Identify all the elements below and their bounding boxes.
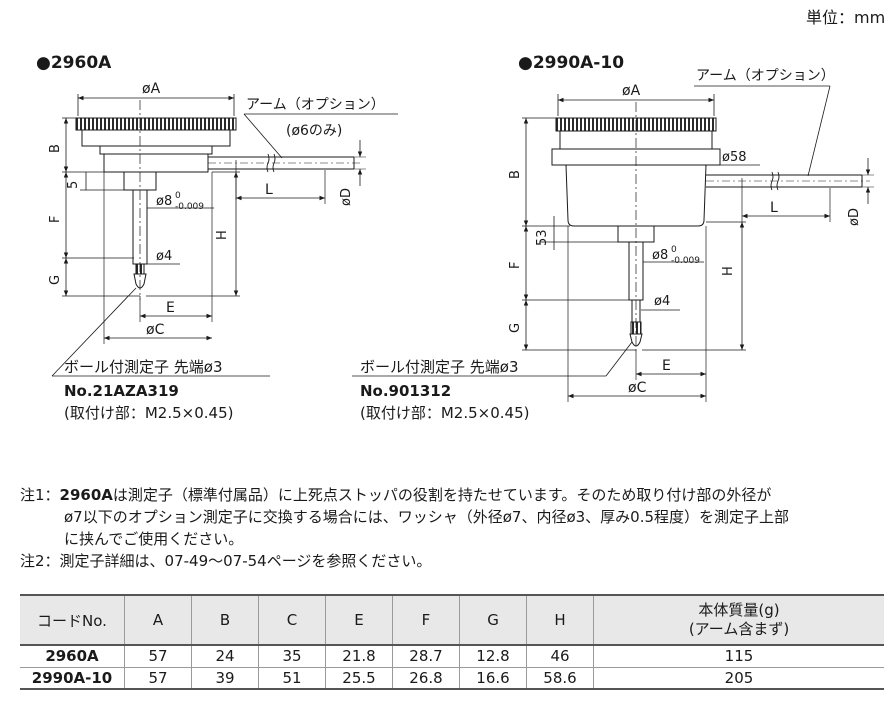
arm-sub: (ø6のみ) bbox=[286, 123, 342, 139]
dimension-label: ø4 bbox=[654, 294, 670, 309]
table-header-row: コードNo. A B C E F G H 本体質量(g) (アーム含まず) bbox=[20, 595, 884, 645]
model-title: ●2960A bbox=[36, 53, 112, 73]
drawing-stroke bbox=[272, 153, 276, 173]
probe-mount: (取付け部：M2.5×0.45) bbox=[64, 404, 233, 422]
drawing-stroke bbox=[266, 153, 270, 173]
table-row: 2990A-10 57 39 51 25.5 26.8 16.6 58.6 20… bbox=[20, 666, 884, 689]
dimension-label: øC bbox=[628, 380, 647, 396]
drawing-stroke bbox=[51, 287, 137, 377]
spec-table: コードNo. A B C E F G H 本体質量(g) (アーム含まず) 29… bbox=[20, 594, 884, 690]
drawing-stroke bbox=[99, 145, 213, 155]
note-1-line-3: に挟んでご使用ください。 bbox=[64, 530, 244, 548]
dimension-label: E bbox=[662, 358, 671, 374]
probe-mount: (取付け部：M2.5×0.45) bbox=[360, 404, 529, 422]
drawing-stroke bbox=[243, 113, 283, 159]
dimension-label: 53 bbox=[535, 229, 550, 246]
bezel bbox=[75, 117, 237, 131]
dimension-label: øD bbox=[847, 208, 862, 226]
drawing-2990a-10: ●2990A-10 øA アーム（オプション） ø58 B bbox=[352, 53, 874, 422]
dimension-label: øC bbox=[146, 322, 165, 338]
drawing-stroke bbox=[605, 341, 633, 377]
col-g: G bbox=[459, 595, 527, 645]
note-1-line-1: 注1：2960Aは測定子（標準付属品）に上死点ストッパの役割を持たせています。そ… bbox=[20, 486, 772, 504]
col-a: A bbox=[124, 595, 192, 645]
notes: 注1：2960Aは測定子（標準付属品）に上死点ストッパの役割を持たせています。そ… bbox=[20, 484, 886, 572]
dimension-label: G bbox=[508, 323, 523, 333]
probe-label: ボール付測定子 先端ø3 bbox=[360, 358, 519, 376]
dimension-label: ø8 bbox=[156, 194, 172, 209]
note-1-line-2: ø7以下のオプション測定子に交換する場合には、ワッシャ（外径ø7、内径ø3、厚み… bbox=[64, 508, 790, 526]
dimension-label: B bbox=[48, 144, 63, 153]
table-row: 2960A 57 24 35 21.8 28.7 12.8 46 115 bbox=[20, 645, 884, 667]
arm-label: アーム（オプション） bbox=[246, 97, 385, 113]
dimension-label: H bbox=[721, 266, 736, 276]
dimension-label: G bbox=[48, 275, 63, 285]
probe-number: No.21AZA319 bbox=[64, 382, 179, 400]
arm-label: アーム（オプション） bbox=[696, 68, 835, 84]
col-mass: 本体質量(g) (アーム含まず) bbox=[593, 595, 884, 645]
drawing-2960a: ●2960A øA アーム（オプション） (ø6のみ) B bbox=[36, 53, 398, 422]
dimension-label: -0.009 bbox=[175, 202, 204, 212]
col-c: C bbox=[258, 595, 326, 645]
dimension-label: 0 bbox=[671, 245, 677, 255]
col-h: H bbox=[526, 595, 594, 645]
drawing-stroke bbox=[776, 171, 780, 191]
dimension-label: B bbox=[508, 170, 523, 179]
dimension-label: ø58 bbox=[722, 150, 747, 165]
dim-a: øA bbox=[142, 81, 161, 97]
dimension-label: H bbox=[215, 230, 230, 240]
dimension-label: F bbox=[508, 262, 523, 269]
dimension-label: øA bbox=[622, 83, 641, 99]
dimension-label: 0 bbox=[175, 191, 181, 201]
dimension-label: ø4 bbox=[156, 249, 172, 264]
dimension-label: L bbox=[265, 182, 273, 198]
dimension-label: F bbox=[48, 216, 63, 223]
unit-label: 単位：mm bbox=[806, 8, 886, 27]
dimension-label: L bbox=[770, 200, 778, 216]
dimension-label: -0.009 bbox=[671, 256, 700, 266]
drawing-stroke bbox=[103, 153, 209, 173]
col-code: コードNo. bbox=[20, 595, 125, 645]
technical-drawings: ●2960A øA アーム（オプション） (ø6のみ) B bbox=[36, 53, 874, 422]
drawing-stroke bbox=[807, 85, 831, 177]
drawing-stroke bbox=[81, 129, 231, 147]
drawing-stroke bbox=[770, 171, 774, 191]
dimension-label: øD bbox=[339, 188, 354, 206]
col-b: B bbox=[191, 595, 259, 645]
dimension-label: 5 bbox=[66, 181, 81, 189]
model-title: ●2990A-10 bbox=[518, 53, 624, 73]
col-f: F bbox=[392, 595, 460, 645]
probe-number: No.901312 bbox=[360, 382, 451, 400]
dimension-label: E bbox=[166, 300, 175, 316]
probe-label: ボール付測定子 先端ø3 bbox=[64, 358, 223, 376]
dimension-label: ø8 bbox=[652, 248, 668, 263]
col-e: E bbox=[325, 595, 393, 645]
note-2: 注2：測定子詳細は、07-49〜07-54ページを参照ください。 bbox=[20, 552, 432, 570]
